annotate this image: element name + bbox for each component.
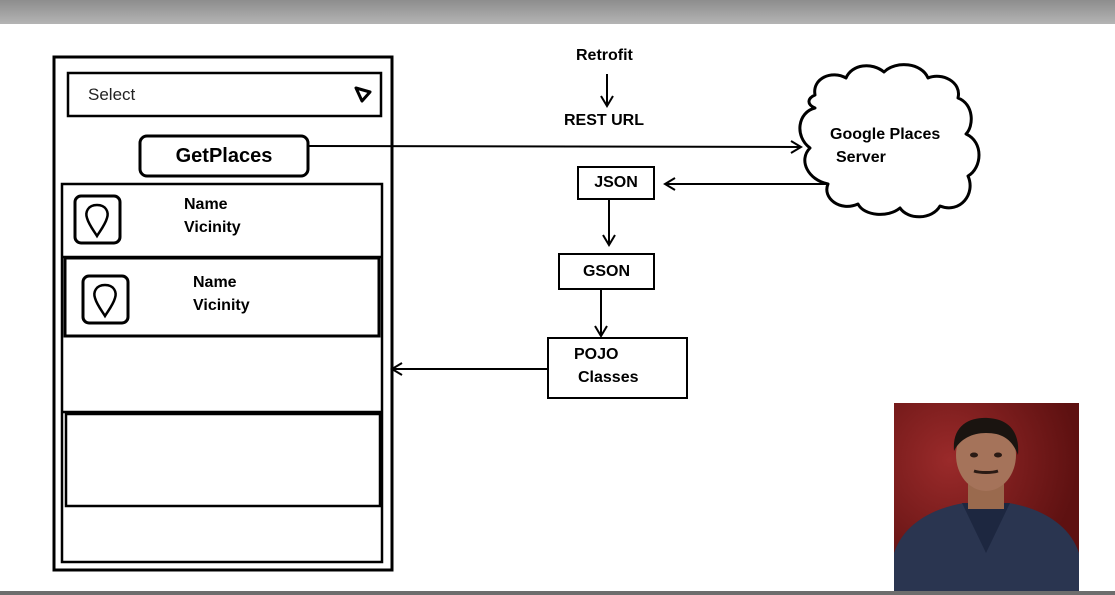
gson-box (558, 253, 655, 290)
dropdown-caret-icon[interactable] (354, 86, 372, 103)
server-label-line1: Google Places (830, 126, 941, 143)
presenter-video (894, 403, 1079, 593)
rest-url-label: REST URL (564, 112, 644, 129)
top-bar (0, 0, 1115, 24)
presenter-figure (894, 417, 1079, 593)
gson-label: GSON (582, 262, 631, 280)
phone-frame (52, 55, 394, 572)
server-label-line2: Server (836, 149, 886, 166)
google-places-server-cloud (798, 63, 981, 219)
list-item-1-vicinity: Vicinity (184, 219, 241, 236)
bottom-bar (0, 591, 1115, 595)
request-arrow (307, 140, 803, 154)
json-label: JSON (594, 174, 638, 191)
map-pin-icon (73, 194, 122, 245)
get-places-button-box[interactable] (138, 134, 310, 178)
pojo-label-line1: POJO (574, 346, 619, 363)
json-box (577, 166, 655, 200)
list-item-2-vicinity: Vicinity (193, 297, 250, 314)
pojo-label-line2: Classes (578, 369, 639, 386)
list-item-2-name: Name (193, 274, 237, 291)
retrofit-label: Retrofit (576, 47, 633, 64)
phone-inner-frame (60, 182, 384, 564)
map-pin-icon (81, 274, 130, 325)
get-places-button-label[interactable]: GetPlaces (175, 144, 273, 167)
select-dropdown-box[interactable] (66, 71, 383, 118)
list-item-1-name: Name (184, 196, 228, 213)
select-label: Select (88, 85, 136, 104)
list-item-4-box (64, 412, 382, 508)
list-item-2-box (63, 256, 381, 338)
